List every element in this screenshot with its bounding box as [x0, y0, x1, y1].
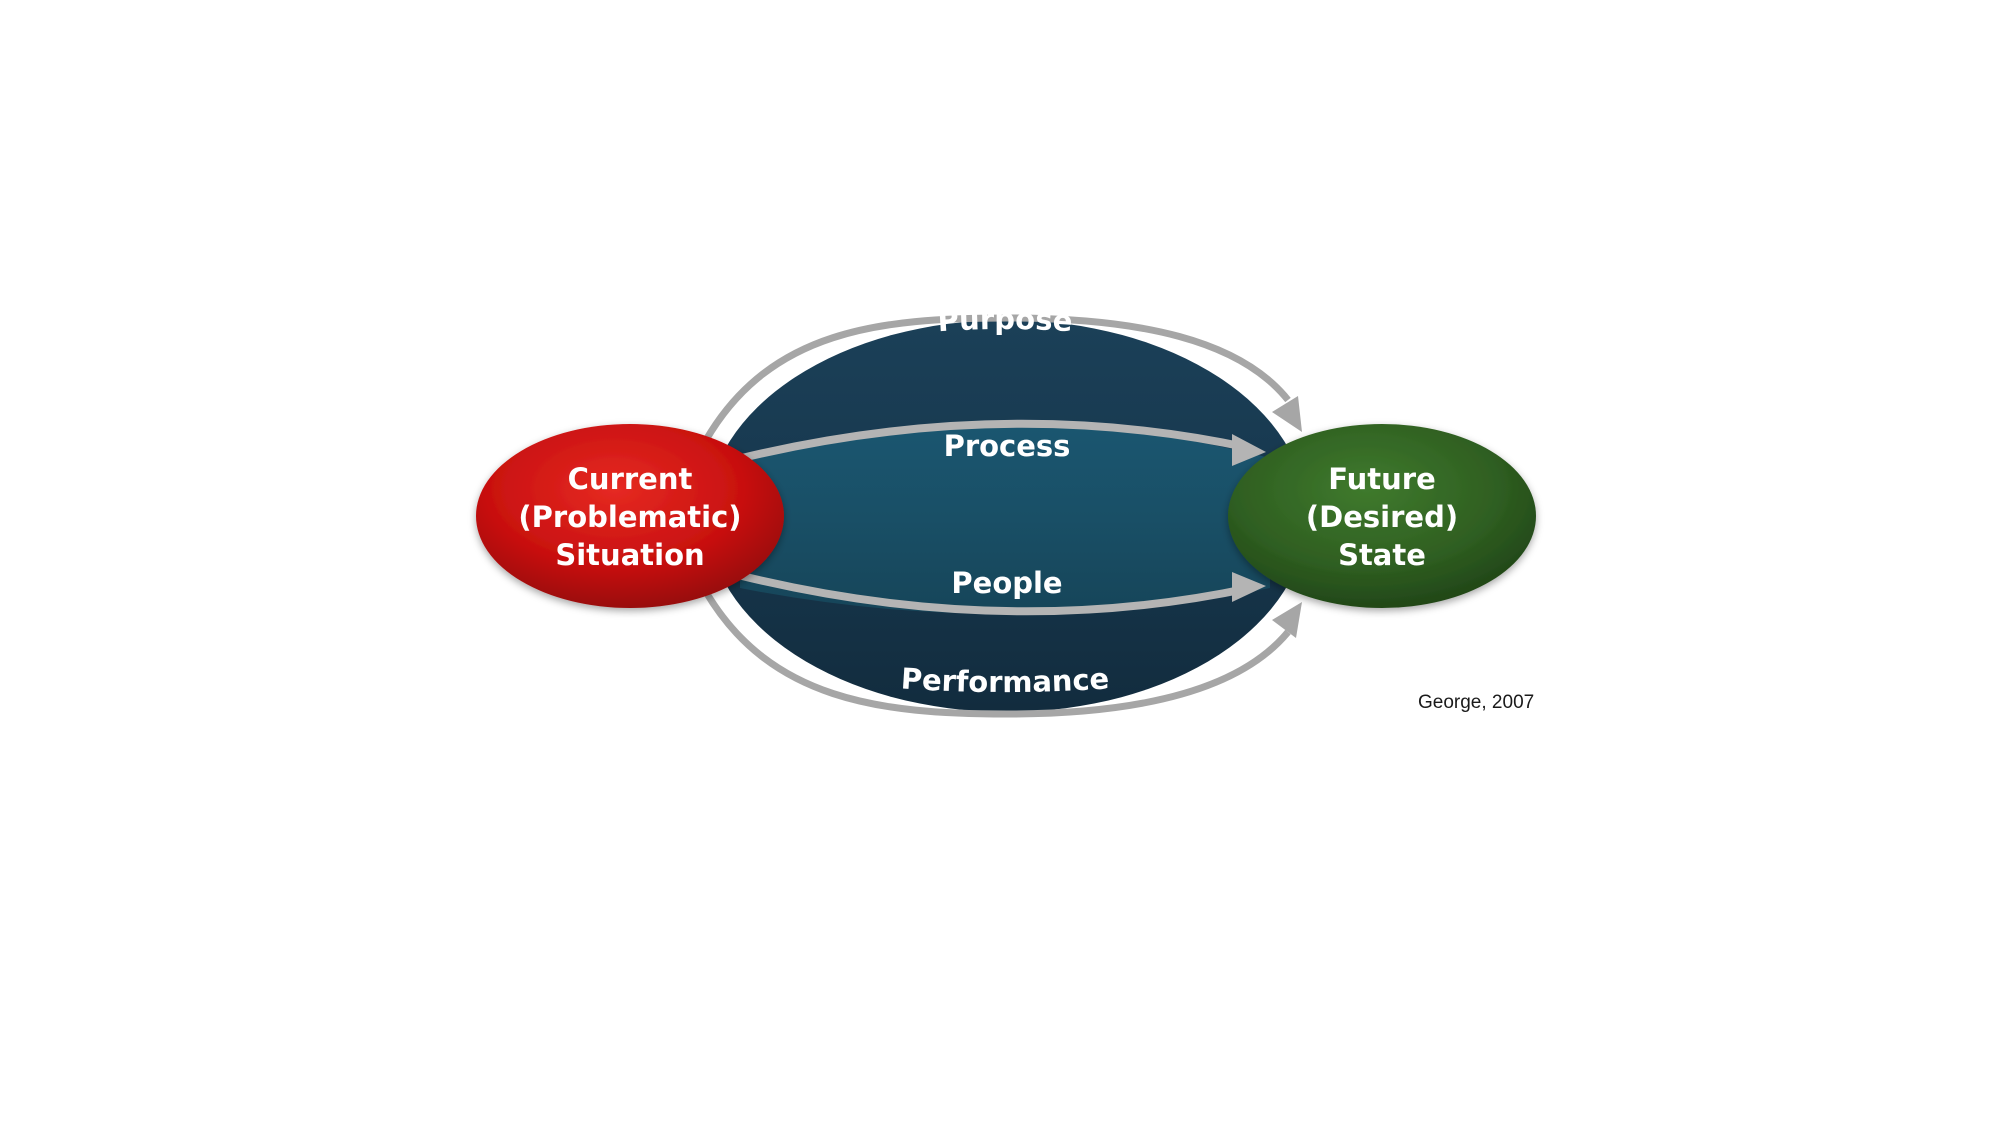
- future-line-3: State: [1338, 538, 1426, 572]
- current-line-2: (Problematic): [518, 500, 741, 534]
- people-arrowhead: [1232, 572, 1266, 602]
- process-label: Process: [944, 429, 1071, 463]
- purpose-label: Purpose: [937, 302, 1074, 338]
- purpose-arrow: [702, 314, 1291, 442]
- purpose-arrowhead: [1272, 396, 1302, 432]
- people-arrow: [741, 572, 1251, 616]
- future-line-2: (Desired): [1306, 500, 1458, 534]
- performance-arrow: [702, 590, 1291, 718]
- future-line-1: Future: [1328, 462, 1436, 496]
- citation: George, 2007: [1418, 692, 1535, 713]
- process-arrow: [741, 419, 1251, 462]
- current-situation-node: [476, 424, 784, 608]
- future-state-node: [1228, 424, 1536, 608]
- inner-band: [740, 424, 1270, 614]
- people-label: People: [951, 566, 1062, 600]
- current-line-3: Situation: [555, 538, 704, 572]
- performance-arrowhead: [1272, 602, 1302, 638]
- process-arrowhead: [1232, 434, 1266, 466]
- performance-label: Performance: [900, 661, 1110, 699]
- current-line-1: Current: [568, 462, 693, 496]
